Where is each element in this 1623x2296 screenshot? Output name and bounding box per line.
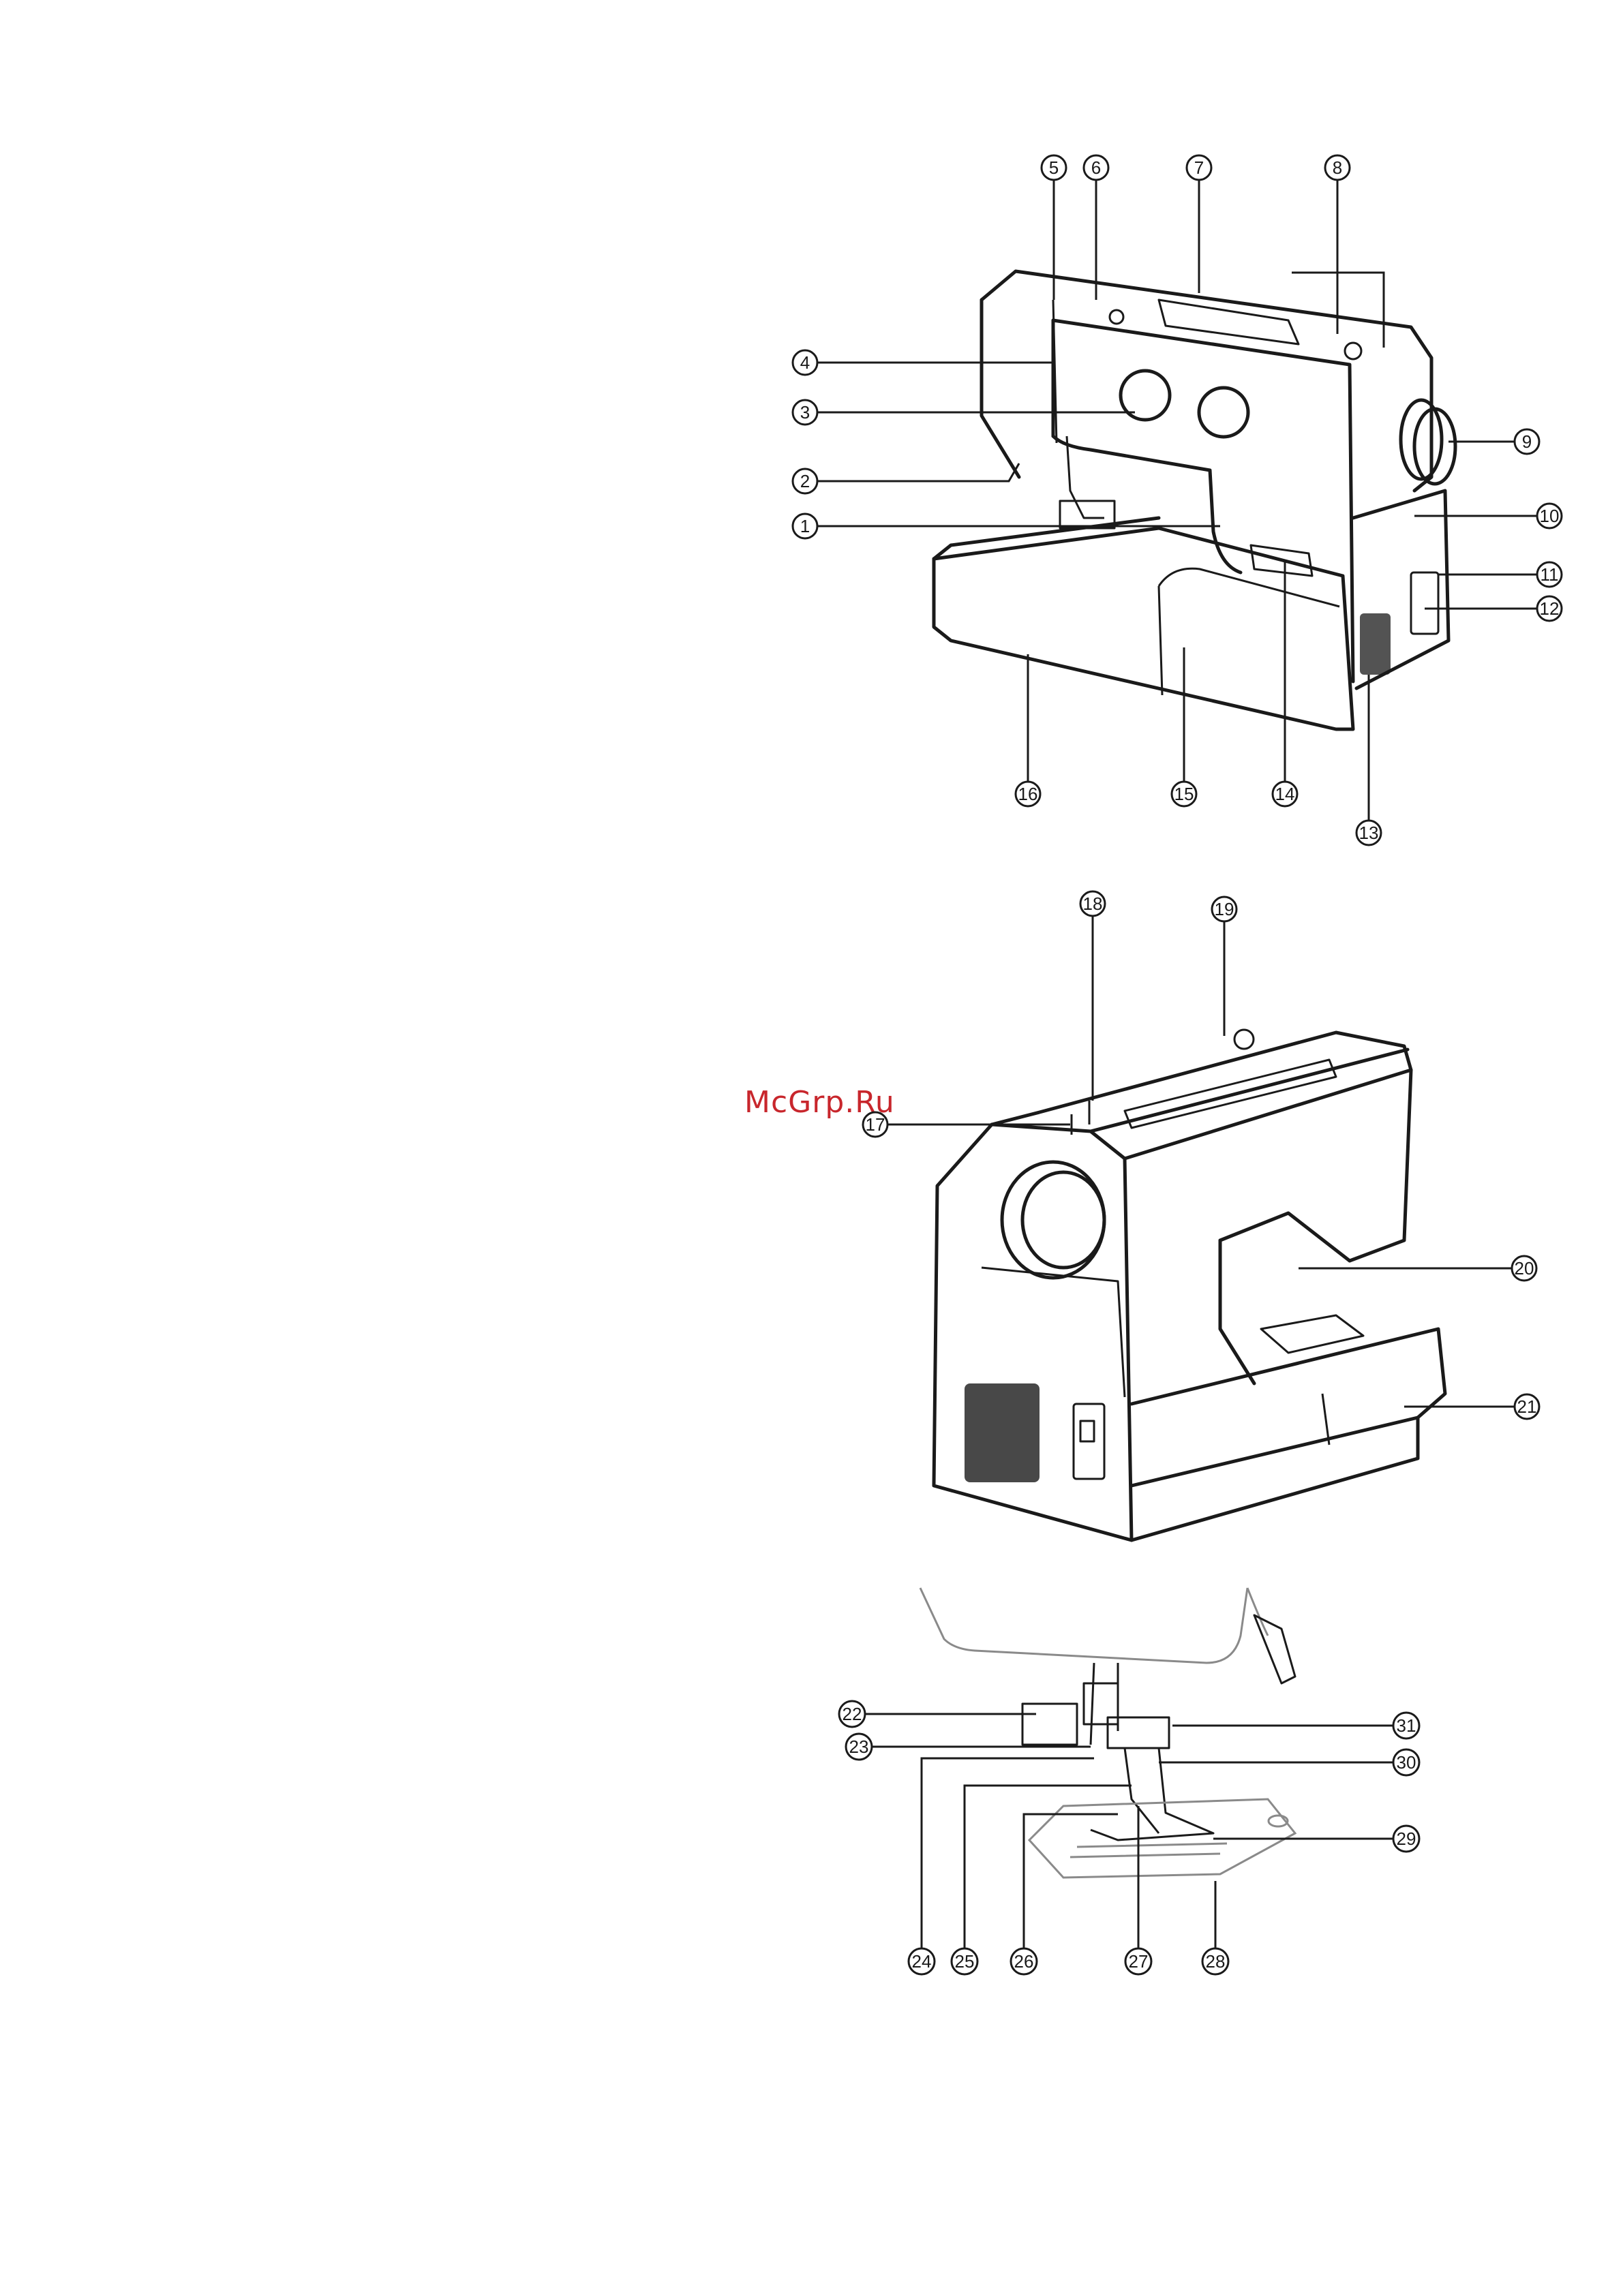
svg-text:20: 20 <box>1515 1258 1534 1279</box>
svg-text:17: 17 <box>866 1114 885 1135</box>
callout-2: 2 <box>793 469 817 493</box>
callout-31: 31 <box>1393 1713 1419 1739</box>
rear-view-figure: 17 18 19 20 21 <box>863 891 1539 1540</box>
callout-15: 15 <box>1172 782 1196 806</box>
callout-25: 25 <box>952 1948 977 1974</box>
svg-text:25: 25 <box>955 1951 975 1972</box>
svg-text:1: 1 <box>800 516 810 536</box>
callout-10: 10 <box>1537 504 1562 528</box>
svg-text:6: 6 <box>1091 157 1101 178</box>
svg-text:28: 28 <box>1206 1951 1226 1972</box>
callout-5: 5 <box>1042 155 1066 180</box>
callout-16: 16 <box>1016 782 1040 806</box>
svg-text:23: 23 <box>849 1736 869 1757</box>
callout-6: 6 <box>1084 155 1108 180</box>
svg-text:12: 12 <box>1540 598 1560 619</box>
callout-8: 8 <box>1325 155 1350 180</box>
callout-4: 4 <box>793 350 817 375</box>
svg-text:21: 21 <box>1517 1396 1537 1417</box>
svg-text:22: 22 <box>843 1704 862 1724</box>
svg-text:5: 5 <box>1049 157 1059 178</box>
callout-1: 1 <box>793 514 817 538</box>
svg-text:15: 15 <box>1174 784 1194 804</box>
callout-18: 18 <box>1080 891 1105 916</box>
callout-9: 9 <box>1515 429 1539 454</box>
callout-14: 14 <box>1273 782 1297 806</box>
svg-text:31: 31 <box>1397 1715 1416 1736</box>
front-speaker-grille <box>1360 613 1391 675</box>
svg-text:19: 19 <box>1215 899 1234 919</box>
callout-17: 17 <box>863 1112 888 1137</box>
callout-13: 13 <box>1356 821 1381 845</box>
needle-area-figure: 22 23 24 25 26 27 28 29 30 31 <box>839 1588 1419 1974</box>
svg-text:13: 13 <box>1359 823 1379 843</box>
svg-text:7: 7 <box>1194 157 1204 178</box>
callout-3: 3 <box>793 400 817 425</box>
svg-text:4: 4 <box>800 352 810 373</box>
callout-19: 19 <box>1212 897 1237 921</box>
callout-22: 22 <box>839 1701 865 1727</box>
callout-26: 26 <box>1011 1948 1037 1974</box>
svg-text:30: 30 <box>1397 1752 1416 1773</box>
svg-text:9: 9 <box>1522 431 1532 452</box>
callout-7: 7 <box>1187 155 1211 180</box>
callout-24: 24 <box>909 1948 935 1974</box>
callout-11: 11 <box>1537 562 1562 587</box>
svg-text:3: 3 <box>800 402 810 423</box>
callout-20: 20 <box>1512 1256 1536 1281</box>
front-view-figure: 1 2 3 4 5 6 7 8 9 10 11 12 13 14 15 16 <box>793 155 1562 845</box>
rear-speaker-grille <box>965 1383 1040 1482</box>
svg-text:8: 8 <box>1333 157 1342 178</box>
svg-text:10: 10 <box>1540 506 1560 526</box>
callout-30: 30 <box>1393 1749 1419 1775</box>
callout-12: 12 <box>1537 596 1562 621</box>
callout-23: 23 <box>846 1734 872 1760</box>
callout-21: 21 <box>1515 1394 1539 1419</box>
svg-text:14: 14 <box>1275 784 1295 804</box>
svg-text:24: 24 <box>912 1951 932 1972</box>
svg-text:27: 27 <box>1129 1951 1149 1972</box>
svg-text:29: 29 <box>1397 1828 1416 1849</box>
svg-text:26: 26 <box>1014 1951 1034 1972</box>
svg-text:2: 2 <box>800 471 810 491</box>
svg-text:18: 18 <box>1083 893 1103 914</box>
callout-27: 27 <box>1125 1948 1151 1974</box>
callout-28: 28 <box>1202 1948 1228 1974</box>
svg-text:16: 16 <box>1018 784 1038 804</box>
callout-29: 29 <box>1393 1826 1419 1852</box>
svg-text:11: 11 <box>1541 564 1559 585</box>
